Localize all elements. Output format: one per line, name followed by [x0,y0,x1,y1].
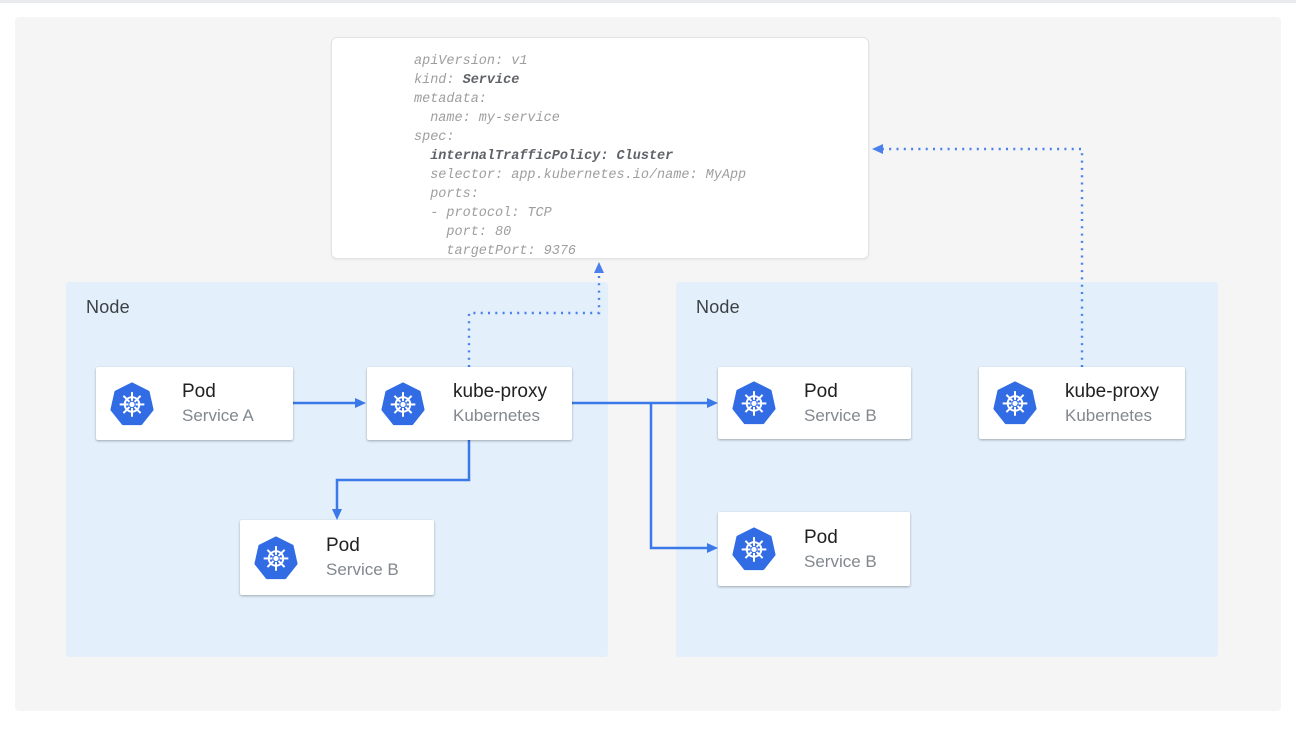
node-left-label: Node [86,297,130,318]
node-left: Node [66,282,608,657]
yaml-line: name: my-service [414,109,868,128]
kubernetes-icon [732,381,776,425]
yaml-line: apiVersion: v1 [414,52,868,71]
kubernetes-icon [993,381,1037,425]
kubernetes-icon [254,536,298,580]
card-subtitle: Kubernetes [453,404,547,427]
yaml-line: metadata: [414,90,868,109]
card-subtitle: Kubernetes [1065,404,1159,427]
yaml-line: port: 80 [414,223,868,242]
yaml-line: kind: Service [414,71,868,90]
yaml-line: spec: [414,128,868,147]
pod-service-a-card: Pod Service A [96,367,293,440]
card-subtitle: Service B [804,550,877,573]
kubernetes-icon [110,382,154,426]
yaml-code: apiVersion: v1 kind: Service metadata: n… [414,52,868,261]
kubernetes-icon [732,527,776,571]
node-right: Node [676,282,1218,657]
pod-service-b-right-bottom-card: Pod Service B [718,512,910,586]
card-subtitle: Service B [326,558,399,581]
yaml-line: - protocol: TCP [414,204,868,223]
card-title: kube-proxy [1065,380,1159,404]
service-yaml-card: apiVersion: v1 kind: Service metadata: n… [331,37,869,259]
pod-service-b-right-top-card: Pod Service B [718,367,911,439]
card-title: Pod [804,526,877,550]
card-title: Pod [326,534,399,558]
top-divider [0,0,1296,3]
card-subtitle: Service A [182,404,254,427]
yaml-line: ports: [414,185,868,204]
yaml-line: targetPort: 9376 [414,242,868,261]
card-title: kube-proxy [453,380,547,404]
node-right-label: Node [696,297,740,318]
kube-proxy-right-card: kube-proxy Kubernetes [979,367,1185,439]
pod-service-b-left-card: Pod Service B [240,520,434,595]
card-title: Pod [182,380,254,404]
yaml-line: internalTrafficPolicy: Cluster [414,147,868,166]
yaml-line: selector: app.kubernetes.io/name: MyApp [414,166,868,185]
kube-proxy-left-card: kube-proxy Kubernetes [367,367,572,440]
kubernetes-icon [381,382,425,426]
card-subtitle: Service B [804,404,877,427]
card-title: Pod [804,380,877,404]
